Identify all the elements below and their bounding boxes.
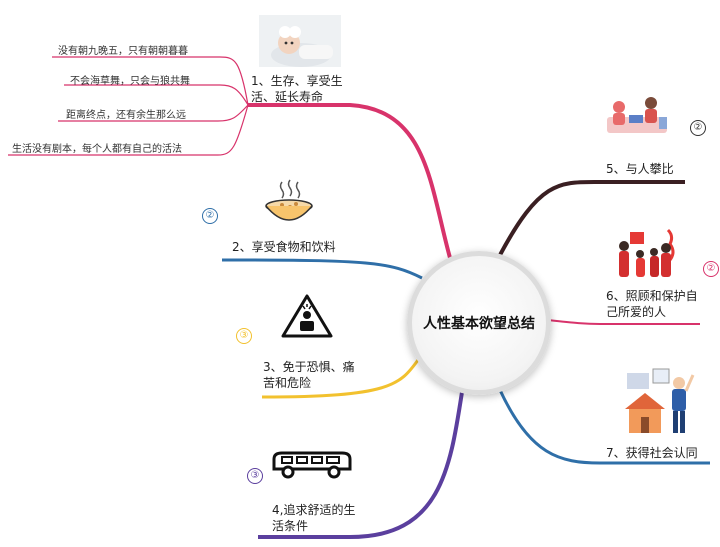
leaf-connector-1 — [52, 56, 249, 106]
leaf-label-1[interactable]: 没有朝九晚五，只有朝朝暮暮 — [58, 46, 188, 57]
branch-line-5 — [498, 179, 685, 256]
branch-line-1 — [248, 103, 454, 266]
leaf-connector-4 — [8, 104, 249, 156]
branch-badge-4: ③ — [247, 468, 263, 484]
house-person-icon — [623, 365, 695, 435]
leaf-label-2[interactable]: 不会海草舞，只会与狼共舞 — [70, 76, 190, 87]
family-icon — [610, 228, 680, 282]
leaf-connector-2 — [64, 84, 249, 106]
branch-label-1[interactable]: 1、生存、享受生活、延长寿命 — [251, 74, 343, 104]
branch-line-7 — [498, 389, 710, 465]
branch-badge-6: ② — [703, 261, 719, 277]
branch-label-5[interactable]: 5、与人攀比 — [606, 162, 674, 176]
branch-badge-2: ② — [202, 208, 218, 224]
branch-label-6[interactable]: 6、照顾和保护自己所爱的人 — [606, 289, 698, 319]
branch-label-7[interactable]: 7、获得社会认同 — [606, 446, 698, 460]
branch-badge-5: ② — [690, 120, 706, 136]
leaf-label-3[interactable]: 距离终点，还有余生那么远 — [66, 110, 186, 121]
central-topic[interactable]: 人性基本欲望总结 — [407, 251, 551, 395]
group-comparison-icon — [603, 95, 671, 137]
central-topic-title: 人性基本欲望总结 — [423, 316, 535, 332]
warning-person-icon — [281, 293, 333, 339]
branch-label-3[interactable]: 3、免于恐惧、痛苦和危险 — [263, 360, 355, 390]
baby-photo-icon — [259, 15, 341, 67]
branch-line-3 — [261, 359, 420, 399]
food-bowl-icon — [262, 178, 316, 228]
limousine-icon — [270, 445, 354, 481]
branch-label-4[interactable]: 4,追求舒适的生活条件 — [272, 503, 356, 533]
branch-label-2[interactable]: 2、享受食物和饮料 — [232, 240, 336, 254]
leaf-label-4[interactable]: 生活没有剧本，每个人都有自己的活法 — [12, 144, 182, 155]
branch-line-4 — [258, 391, 464, 539]
branch-line-2 — [221, 258, 423, 280]
branch-badge-3: ③ — [236, 328, 252, 344]
branch-line-6 — [547, 319, 700, 325]
leaf-connector-3 — [58, 104, 249, 122]
